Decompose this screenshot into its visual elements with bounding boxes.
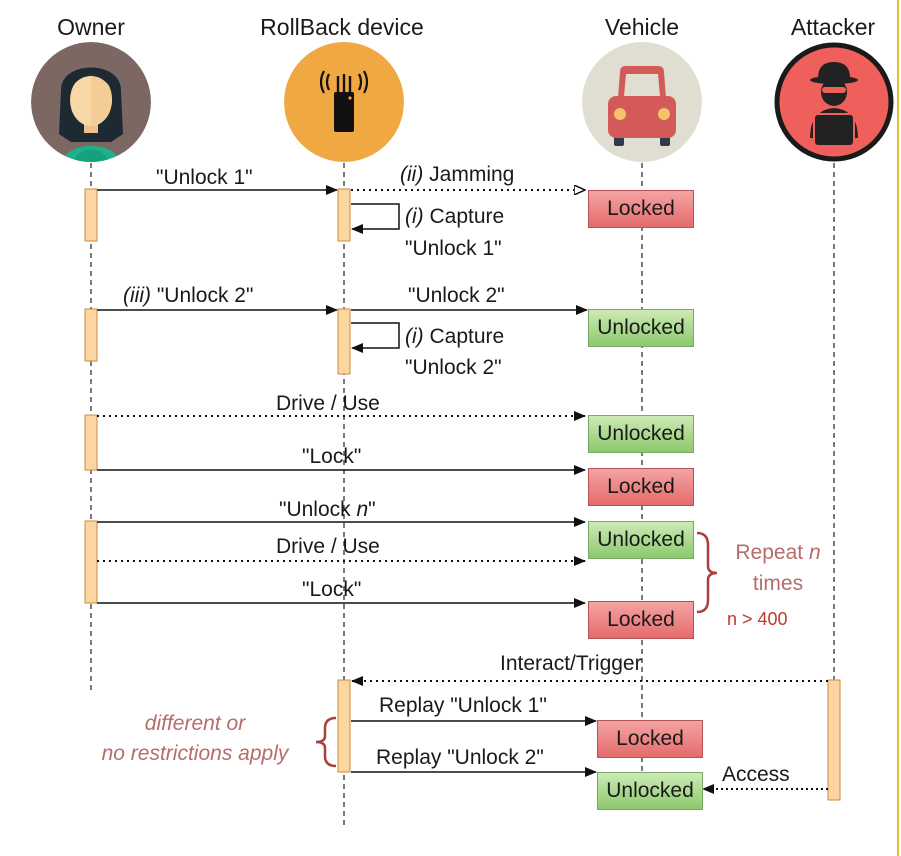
msg-prefix-iii: (iii) — [123, 284, 151, 307]
note-repeat-times: times — [752, 572, 804, 595]
note-repeat: Repeat n — [718, 541, 838, 565]
state-box-unlocked: Unlocked — [588, 309, 694, 347]
note-repeat-text: Repeat — [735, 541, 809, 564]
activation-rollback-3 — [337, 679, 351, 773]
state-box-locked: Locked — [597, 720, 703, 758]
msg-text-quote: " — [368, 498, 376, 521]
msg-prefix-i: (i) — [405, 205, 424, 228]
msg-text-jamming: Jamming — [423, 163, 515, 186]
msg-text-n: n — [356, 498, 369, 521]
msg-label-drive-use-1: Drive / Use — [276, 392, 380, 415]
msg-text-unlock2: "Unlock 2" — [150, 284, 254, 307]
state-box-locked: Locked — [588, 601, 694, 639]
msg-label-lock-2: "Lock" — [302, 578, 362, 601]
msg-label-replay-unlock1: Replay "Unlock 1" — [379, 694, 547, 717]
msg-text-unlock: "Unlock — [279, 498, 357, 521]
actor-label-vehicle: Vehicle — [604, 14, 680, 40]
state-box-unlocked: Unlocked — [588, 415, 694, 453]
msg-label-interact-trigger: Interact/Trigger — [500, 652, 642, 675]
note-repeat-n: n — [808, 541, 821, 564]
hacker-icon — [774, 42, 894, 162]
msg-label-unlock1: "Unlock 1" — [156, 166, 253, 189]
msg-label-unlock2-vehicle: "Unlock 2" — [408, 284, 505, 307]
activation-owner-2 — [84, 308, 98, 362]
arrow-capture1 — [351, 203, 400, 234]
msg-label-access: Access — [722, 763, 790, 786]
activation-owner-3 — [84, 414, 98, 471]
note-restrictions-line2: no restrictions apply — [101, 742, 289, 765]
msg-label-drive-use-2: Drive / Use — [276, 535, 380, 558]
state-box-locked: Locked — [588, 468, 694, 506]
msg-text-capture: Capture — [423, 325, 505, 348]
msg-prefix-i: (i) — [405, 325, 424, 348]
msg-label-replay-unlock2: Replay "Unlock 2" — [376, 746, 544, 769]
actor-label-attacker: Attacker — [790, 14, 876, 40]
msg-label-capture2-value: "Unlock 2" — [405, 356, 502, 379]
car-icon — [582, 42, 702, 162]
state-box-unlocked: Unlocked — [597, 772, 703, 810]
msg-label-capture1: (i) Capture — [405, 205, 504, 229]
note-repeat-condition: n > 400 — [727, 609, 788, 629]
state-box-unlocked: Unlocked — [588, 521, 694, 559]
owner-woman-icon — [31, 42, 151, 162]
msg-prefix-ii: (ii) — [400, 163, 424, 186]
activation-rollback-1 — [337, 188, 351, 242]
brace-repeat — [696, 531, 718, 614]
msg-text-capture: Capture — [423, 205, 505, 228]
msg-label-capture1-value: "Unlock 1" — [405, 237, 502, 260]
actor-label-owner: Owner — [57, 14, 125, 40]
msg-label-jamming: (ii) Jamming — [400, 163, 514, 187]
msg-label-unlock-n: "Unlock n" — [279, 498, 376, 522]
page-border — [897, 0, 899, 856]
note-restrictions-line1: different or — [144, 712, 246, 735]
msg-label-unlock2-owner: (iii) "Unlock 2" — [123, 284, 253, 308]
activation-owner-4 — [84, 520, 98, 604]
antenna-device-icon — [284, 42, 404, 162]
state-box-locked: Locked — [588, 190, 694, 228]
arrow-capture2 — [351, 322, 400, 353]
brace-restrictions — [315, 716, 337, 768]
activation-attacker-1 — [827, 679, 841, 801]
msg-label-lock-1: "Lock" — [302, 445, 362, 468]
actor-label-rollback: RollBack device — [260, 14, 424, 40]
activation-rollback-2 — [337, 308, 351, 375]
activation-owner-1 — [84, 188, 98, 242]
msg-label-capture2: (i) Capture — [405, 325, 504, 349]
